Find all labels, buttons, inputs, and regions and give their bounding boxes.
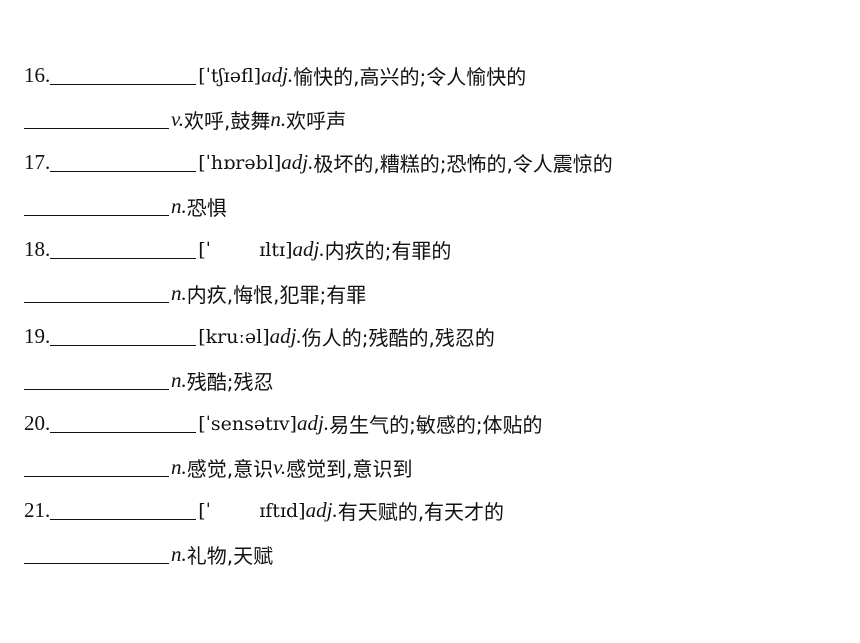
item-number: 18. — [24, 237, 51, 262]
item-number: 16. — [24, 63, 51, 88]
item-16-main-line: 16. [ˈtʃɪəfl] adj. 愉快的,高兴的;令人愉快的 — [24, 54, 836, 98]
meaning: 恐惧 — [186, 195, 227, 220]
meaning: 伤人的;残酷的,残忍的 — [301, 326, 495, 351]
item-number: 21. — [24, 498, 51, 523]
item-19-derived-line: n. 残酷;残忍 — [24, 359, 836, 403]
part-of-speech: adj. — [269, 324, 302, 349]
meaning: 内疚的;有罪的 — [324, 239, 452, 264]
item-number: 19. — [24, 324, 51, 349]
part-of-speech: v. — [273, 454, 287, 479]
meaning: 易生气的;敏感的;体贴的 — [329, 413, 543, 438]
item-20-derived-line: n. 感觉,意识 v. 感觉到,意识到 — [24, 446, 836, 490]
item-18-main-line: 18. [ˈ ɪltɪ] adj. 内疚的;有罪的 — [24, 228, 836, 272]
phonetic: [ˈ ɪltɪ] — [198, 238, 293, 261]
phonetic: [ˈ ɪftɪd] — [198, 499, 306, 522]
meaning: 礼物,天赋 — [186, 543, 274, 568]
answer-blank — [24, 367, 169, 390]
part-of-speech: n. — [171, 454, 187, 479]
answer-blank — [50, 149, 197, 173]
part-of-speech: adj. — [261, 63, 294, 88]
answer-blank — [50, 323, 197, 347]
meaning: 愉快的,高兴的;令人愉快的 — [293, 65, 527, 90]
answer-blank — [50, 410, 197, 434]
part-of-speech: n. — [270, 106, 287, 131]
answer-blank — [24, 106, 169, 129]
item-number: 17. — [24, 150, 51, 175]
item-17-derived-line: n. 恐惧 — [24, 185, 836, 229]
part-of-speech: v. — [171, 106, 185, 131]
answer-blank — [50, 62, 197, 86]
meaning: 感觉到,意识到 — [286, 456, 413, 481]
meaning: 内疚,悔恨,犯罪;有罪 — [186, 282, 367, 307]
item-18-derived-line: n. 内疚,悔恨,犯罪;有罪 — [24, 272, 836, 316]
part-of-speech: n. — [171, 193, 187, 218]
part-of-speech: n. — [171, 541, 187, 566]
phonetic: [kruːəl] — [198, 325, 270, 348]
item-20-main-line: 20. [ˈsensətɪv] adj. 易生气的;敏感的;体贴的 — [24, 402, 836, 446]
answer-blank — [24, 454, 169, 477]
answer-blank — [24, 280, 169, 303]
answer-blank — [24, 193, 169, 216]
item-21-derived-line: n. 礼物,天赋 — [24, 533, 836, 577]
phonetic: [ˈsensətɪv] — [198, 412, 297, 435]
part-of-speech: n. — [171, 367, 187, 392]
meaning: 欢呼声 — [286, 108, 347, 133]
item-number: 20. — [24, 411, 51, 436]
answer-blank — [24, 541, 169, 564]
meaning: 残酷;残忍 — [186, 369, 274, 394]
vocabulary-exercise: 16. [ˈtʃɪəfl] adj. 愉快的,高兴的;令人愉快的 v. 欢呼,鼓… — [24, 54, 836, 576]
part-of-speech: n. — [171, 280, 187, 305]
part-of-speech: adj. — [281, 150, 314, 175]
answer-blank — [50, 497, 197, 521]
item-21-main-line: 21. [ˈ ɪftɪd] adj. 有天赋的,有天才的 — [24, 489, 836, 533]
phonetic: [ˈhɒrəbl] — [198, 151, 282, 174]
part-of-speech: adj. — [292, 237, 325, 262]
phonetic: [ˈtʃɪəfl] — [198, 64, 262, 87]
answer-blank — [50, 236, 197, 260]
meaning: 欢呼,鼓舞 — [184, 108, 271, 133]
meaning: 有天赋的,有天才的 — [337, 500, 505, 525]
item-16-derived-line: v. 欢呼,鼓舞 n. 欢呼声 — [24, 98, 836, 142]
part-of-speech: adj. — [296, 411, 330, 436]
item-19-main-line: 19. [kruːəl] adj. 伤人的;残酷的,残忍的 — [24, 315, 836, 359]
part-of-speech: adj. — [305, 498, 338, 523]
item-17-main-line: 17. [ˈhɒrəbl] adj. 极坏的,糟糕的;恐怖的,令人震惊的 — [24, 141, 836, 185]
meaning: 感觉,意识 — [186, 456, 274, 481]
meaning: 极坏的,糟糕的;恐怖的,令人震惊的 — [313, 152, 613, 177]
